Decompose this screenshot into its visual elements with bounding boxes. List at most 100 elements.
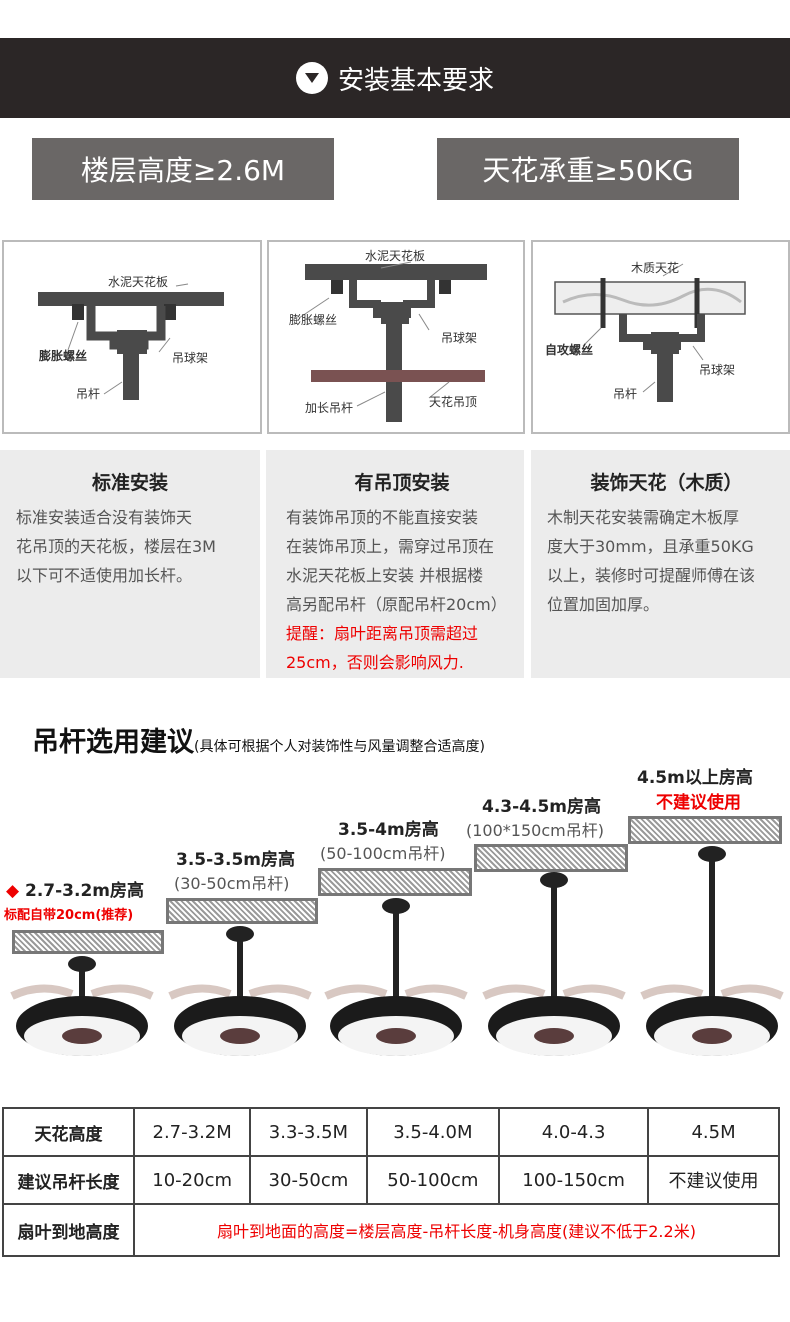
step-label-5: 4.5m以上房高	[637, 768, 753, 788]
diagram-label: 吊杆	[613, 387, 637, 401]
diamond-icon: ◆	[6, 881, 20, 901]
table-cell: 3.3-3.5M	[249, 1107, 368, 1157]
ceiling-step-2	[166, 898, 318, 924]
card-warning: 提醒：扇叶距离吊顶需超过	[286, 624, 479, 643]
step-label-3: 3.5-4m房高	[338, 820, 439, 840]
diagram-standard: 水泥天花板 膨胀螺丝 吊球架 吊杆	[2, 240, 262, 434]
section-title-text: 吊杆选用建议	[32, 727, 194, 758]
table-cell: 3.5-4.0M	[365, 1107, 501, 1157]
diagram-wooden-ceiling: 木质天花 自攻螺丝 吊球架 吊杆	[531, 240, 790, 434]
fan-blade	[640, 984, 704, 1000]
downrod	[79, 970, 85, 1012]
fan-blade	[562, 984, 626, 1000]
requirement-ceiling-load: 天花承重≥50KG	[437, 138, 739, 200]
diagram-label: 天花吊顶	[429, 394, 477, 409]
downrod	[709, 860, 715, 1012]
diagram-suspended-ceiling: 水泥天花板 膨胀螺丝 吊球架 加长吊杆 天花吊顶	[267, 240, 525, 434]
canopy	[382, 898, 410, 914]
step-label-1: ◆ 2.7-3.2m房高	[6, 876, 144, 901]
card-standard: 标准安装 标准安装适合没有装饰天 花吊顶的天花板，楼层在3M 以下可不适使用加长…	[0, 450, 260, 678]
card-line: 以下可不适使用加长杆。	[16, 566, 193, 585]
ceiling-step-5	[628, 816, 782, 844]
diagram-label: 吊球架	[699, 363, 735, 377]
table-cell: 2.7-3.2M	[132, 1107, 252, 1157]
fan-blade	[720, 984, 784, 1000]
center-lens	[220, 1028, 260, 1044]
card-wooden: 装饰天花（木质） 木制天花安装需确定木板厚 度大于30mm，且承重50KG 以上…	[531, 450, 790, 678]
card-line: 在装饰吊顶上，需穿过吊顶在	[286, 537, 495, 556]
downrod	[393, 912, 399, 1012]
downrod	[551, 886, 557, 1012]
canopy	[226, 926, 254, 942]
diagram-label: 水泥天花板	[365, 248, 425, 263]
formula-cell: 扇叶到地面的高度=楼层高度-吊杆长度-机身高度(建议不低于2.2米)	[133, 1203, 780, 1257]
fan-blade	[10, 984, 74, 1000]
ceiling-step-3	[318, 868, 472, 896]
step-label-2: 3.5-3.5m房高	[176, 850, 295, 870]
center-lens	[534, 1028, 574, 1044]
table-cell: 10-20cm	[132, 1155, 252, 1205]
diagram-label: 木质天花	[631, 260, 679, 275]
diagram-label: 吊球架	[172, 351, 208, 365]
chevron-down-icon	[295, 62, 328, 94]
table-cell: 30-50cm	[249, 1155, 368, 1205]
card-line: 标准安装适合没有装饰天	[16, 508, 193, 527]
canopy	[68, 956, 96, 972]
step-sub-2: (30-50cm吊杆)	[174, 874, 290, 893]
card-line: 花吊顶的天花板，楼层在3M	[16, 537, 216, 556]
step-label-text: 2.7-3.2m房高	[25, 881, 144, 901]
center-lens	[62, 1028, 102, 1044]
fan-illustrations	[10, 846, 784, 1056]
fan-blade	[404, 984, 468, 1000]
card-title: 有吊顶安装	[354, 472, 450, 494]
card-line: 木制天花安装需确定木板厚	[547, 508, 740, 527]
diagram-label: 吊杆	[76, 387, 100, 401]
fan-blade	[324, 984, 388, 1000]
step-sub-5: 不建议使用	[656, 793, 741, 813]
table-cell: 4.0-4.3	[498, 1107, 650, 1157]
requirement-text: 天花承重≥50KG	[482, 154, 694, 187]
standard-install-illustration: 水泥天花板 膨胀螺丝 吊球架 吊杆	[38, 274, 224, 401]
center-lens	[692, 1028, 732, 1044]
diagram-label: 膨胀螺丝	[38, 348, 87, 363]
diagram-label: 吊球架	[441, 331, 477, 345]
requirement-text: 楼层高度≥2.6M	[80, 154, 286, 187]
card-warning: 25cm，否则会影响风力.	[286, 653, 464, 672]
fan-blade	[482, 984, 546, 1000]
table-row: 扇叶到地高度 扇叶到地面的高度=楼层高度-吊杆长度-机身高度(建议不低于2.2米…	[2, 1203, 780, 1257]
ceiling-step-4	[474, 844, 628, 872]
card-line: 有装饰吊顶的不能直接安装	[286, 508, 479, 527]
canopy	[698, 846, 726, 862]
ceiling-step-1	[12, 930, 164, 954]
step-sub-1: 标配自带20cm(推荐)	[4, 908, 134, 923]
table-cell: 不建议使用	[647, 1155, 780, 1205]
card-suspended: 有吊顶安装 有装饰吊顶的不能直接安装 在装饰吊顶上，需穿过吊顶在 水泥天花板上安…	[266, 450, 524, 678]
section-title: 吊杆选用建议(具体可根据个人对装饰性与风量调整合适高度)	[32, 720, 485, 759]
fan-blade	[248, 984, 312, 1000]
card-line: 以上，装修时可提醒师傅在该	[547, 566, 756, 585]
step-sub-4: (100*150cm吊杆)	[466, 821, 604, 840]
suspended-ceiling-illustration: 水泥天花板 膨胀螺丝 吊球架 加长吊杆 天花吊顶	[289, 248, 487, 422]
row-head: 扇叶到地高度	[2, 1203, 135, 1257]
card-title: 标准安装	[91, 472, 168, 494]
row-head: 天花高度	[2, 1107, 135, 1157]
card-line: 度大于30mm，且承重50KG	[547, 537, 754, 556]
fan-blade	[90, 984, 154, 1000]
table-row: 天花高度 2.7-3.2M 3.3-3.5M 3.5-4.0M 4.0-4.3 …	[2, 1107, 780, 1157]
center-lens	[376, 1028, 416, 1044]
table-cell: 100-150cm	[498, 1155, 650, 1205]
card-line: 水泥天花板上安装 并根据楼	[286, 566, 484, 585]
table-cell: 4.5M	[647, 1107, 780, 1157]
header-title: 安装基本要求	[337, 65, 494, 96]
table-cell: 50-100cm	[365, 1155, 501, 1205]
step-sub-3: (50-100cm吊杆)	[320, 844, 446, 863]
card-line: 位置加固加厚。	[547, 595, 660, 614]
card-line: 高另配吊杆（原配吊杆20cm）	[286, 595, 507, 614]
row-head: 建议吊杆长度	[2, 1155, 135, 1205]
diagram-label: 加长吊杆	[305, 401, 353, 415]
step-label-4: 4.3-4.5m房高	[482, 797, 601, 817]
spec-table: 天花高度 2.7-3.2M 3.3-3.5M 3.5-4.0M 4.0-4.3 …	[2, 1107, 780, 1257]
diagram-label: 自攻螺丝	[545, 342, 593, 357]
table-row: 建议吊杆长度 10-20cm 30-50cm 50-100cm 100-150c…	[2, 1155, 780, 1205]
page-header: 安装基本要求	[0, 38, 790, 118]
